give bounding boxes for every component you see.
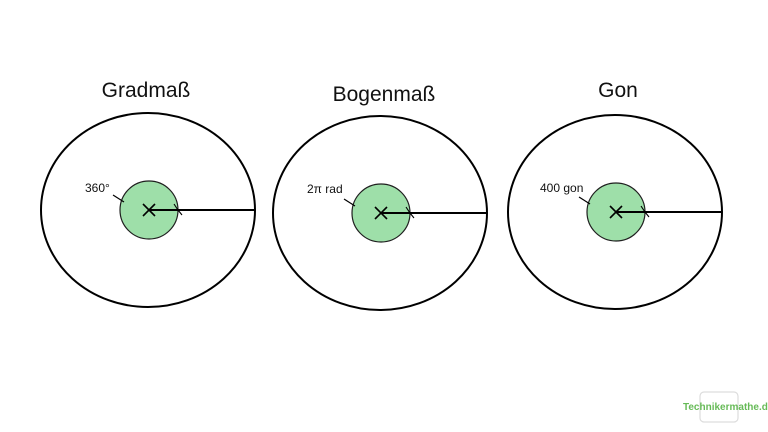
- arrowhead-icon: [405, 206, 415, 219]
- panel-gon: Gon 400 gon: [507, 79, 723, 310]
- watermark-badge: [699, 391, 739, 423]
- full-turn-label: 360°: [85, 181, 110, 195]
- watermark-logo: Technikermathe.de: [683, 391, 768, 423]
- panel-bogenmass: Bogenmaß 2π rad: [272, 83, 488, 311]
- center-cross-icon: [142, 203, 156, 217]
- center-cross-icon: [374, 206, 388, 220]
- center-cross-icon: [609, 205, 623, 219]
- full-turn-label: 400 gon: [540, 181, 583, 195]
- panel-title-gon: Gon: [598, 79, 638, 102]
- label-leader-line: [578, 196, 591, 205]
- panel-title-bogenmass: Bogenmaß: [333, 83, 436, 106]
- label-leader-line: [343, 198, 356, 207]
- arrowhead-icon: [173, 203, 183, 216]
- watermark-text: Technikermathe.de: [683, 402, 768, 413]
- arrowhead-icon: [640, 205, 650, 218]
- full-turn-label: 2π rad: [307, 182, 343, 196]
- panel-gradmass: Gradmaß 360°: [40, 79, 256, 308]
- panel-title-gradmass: Gradmaß: [102, 79, 191, 102]
- label-leader-line: [112, 194, 125, 203]
